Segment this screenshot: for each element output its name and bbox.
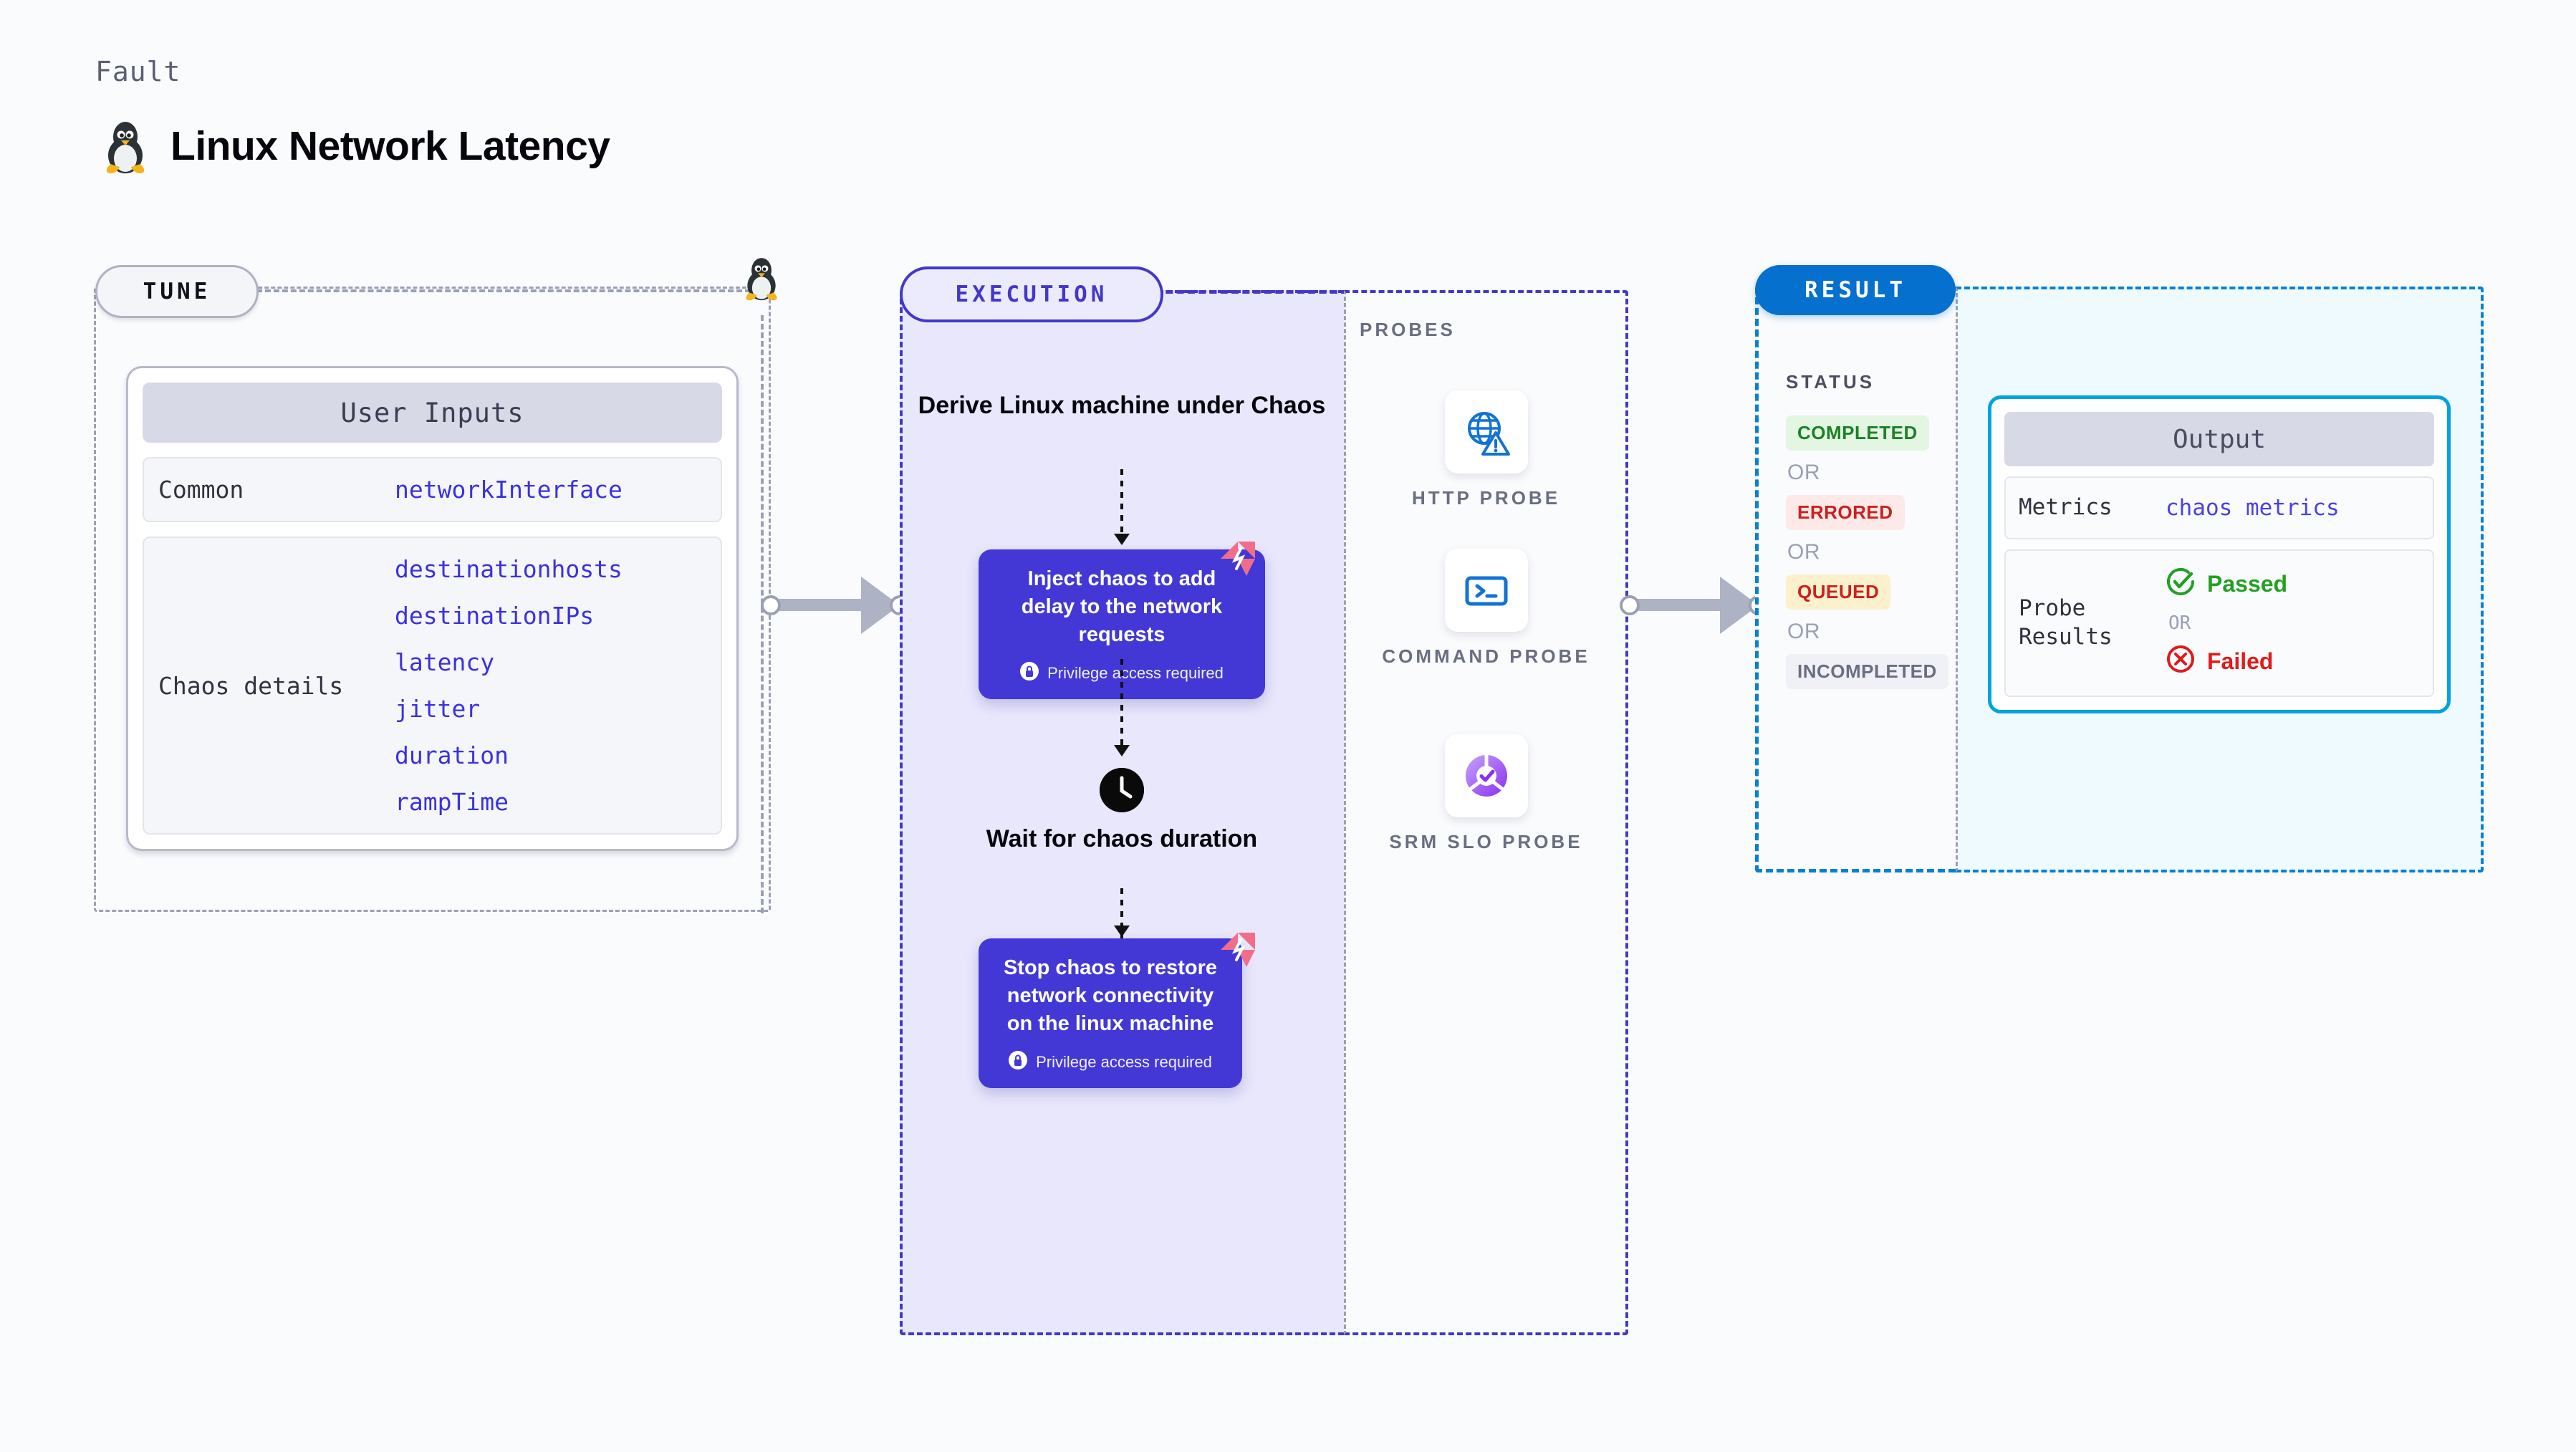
execution-card-text: Stop chaos to restore network connectivi… [1003,956,1218,1035]
execution-card-stop-chaos[interactable]: Stop chaos to restore network connectivi… [979,938,1242,1088]
probe-result-failed-label: Failed [2207,648,2274,675]
tune-leader-vertical [761,315,764,913]
tune-section-label: Common [158,476,244,504]
status-badge: INCOMPLETED [1786,654,1948,689]
tune-param[interactable]: duration [395,741,509,769]
probe-result-passed-label: Passed [2207,571,2288,597]
output-row-label: Metrics [2019,494,2113,520]
slo-gauge-check-icon [1444,734,1528,817]
status-badge: ERRORED [1786,495,1905,530]
linux-penguin-icon [100,118,150,174]
result-pill-label: RESULT [1755,265,1956,315]
execution-step-wait-title: Wait for chaos duration [986,825,1258,852]
user-inputs-card: User Inputs Common networkInterface Chao… [126,366,739,851]
status-badge: COMPLETED [1786,415,1929,451]
execution-panel [900,290,1344,1335]
probes-label: PROBES [1360,319,1456,340]
privilege-note: Privilege access required [1000,661,1244,685]
clock-icon [1100,768,1144,812]
tune-param[interactable]: destinationIPs [395,602,595,630]
flow-arrow-1 [1120,469,1123,534]
harness-logo-icon [1218,930,1258,970]
privilege-note-text: Privilege access required [1036,1052,1212,1071]
probe-item-http[interactable]: HTTP PROBE [1344,390,1628,511]
output-row-probe-results: Probe Results Passed OR [2004,549,2434,697]
terminal-icon [1444,549,1528,632]
probe-result-failed: Failed [2166,644,2287,680]
user-inputs-title: User Inputs [143,383,722,443]
tune-param[interactable]: destinationhosts [395,555,623,583]
status-badge-list: COMPLETED OR ERRORED OR QUEUED OR INCOMP… [1786,415,1948,689]
page-title-row: Linux Network Latency [100,118,610,174]
output-row-label: Probe Results [2019,595,2113,650]
tune-section-label: Chaos details [158,671,344,700]
or-separator: OR [1787,461,1820,484]
page-title: Linux Network Latency [170,123,610,169]
flow-arrow-2-head [1114,745,1130,756]
probe-item-command[interactable]: COMMAND PROBE [1344,549,1628,669]
probe-label: COMMAND PROBE [1382,645,1590,667]
output-card: Output Metrics chaos metrics Probe Resul… [1988,395,2451,713]
tune-param[interactable]: networkInterface [395,476,623,504]
tune-pill-label: TUNE [95,265,259,318]
linux-penguin-icon-small [741,255,782,304]
execution-pill-label: EXECUTION [900,266,1163,322]
execution-leader-line [1155,290,1348,294]
or-separator: OR [1787,540,1820,564]
or-separator: OR [1787,620,1820,643]
tune-param[interactable]: latency [395,648,495,676]
or-separator: OR [2168,612,2191,634]
probe-label: SRM SLO PROBE [1389,831,1583,852]
execution-card-text: Inject chaos to add delay to the network… [1021,567,1223,646]
flow-arrow-3-head [1114,925,1130,937]
execution-step-derive-title: Derive Linux machine under Chaos [918,392,1326,419]
privilege-note: Privilege access required [1000,1050,1221,1074]
status-label: STATUS [1786,371,1875,393]
tune-leader-line [256,289,751,292]
probe-item-srm-slo[interactable]: SRM SLO PROBE [1344,734,1628,855]
flow-arrow-2 [1120,659,1123,745]
globe-warning-icon [1444,390,1528,473]
tune-section-chaos-details: Chaos details destinationhosts destinati… [143,537,722,835]
tune-section-common: Common networkInterface [143,457,722,522]
output-row-metrics: Metrics chaos metrics [2004,476,2434,539]
flow-arrow-3 [1120,888,1123,938]
probe-result-values: Passed OR Failed [2166,567,2287,680]
flow-arrow-1-head [1114,534,1130,545]
harness-logo-icon [1218,539,1258,579]
x-circle-icon [2166,644,2196,680]
tune-param[interactable]: jitter [395,695,481,723]
lock-icon [1020,661,1039,685]
lock-icon [1009,1050,1028,1074]
probe-result-passed: Passed [2166,567,2287,602]
tune-param[interactable]: rampTime [395,788,509,816]
privilege-note-text: Privilege access required [1047,663,1224,682]
tune-section-values: networkInterface [395,476,623,504]
probe-label: HTTP PROBE [1411,487,1561,509]
status-badge: QUEUED [1786,574,1891,610]
output-metrics-value[interactable]: chaos metrics [2166,494,2340,521]
fault-kicker-label: Fault [95,56,181,87]
output-title: Output [2004,412,2434,466]
check-circle-icon [2166,567,2196,602]
tune-section-values: destinationhosts destinationIPs latency … [395,555,623,816]
